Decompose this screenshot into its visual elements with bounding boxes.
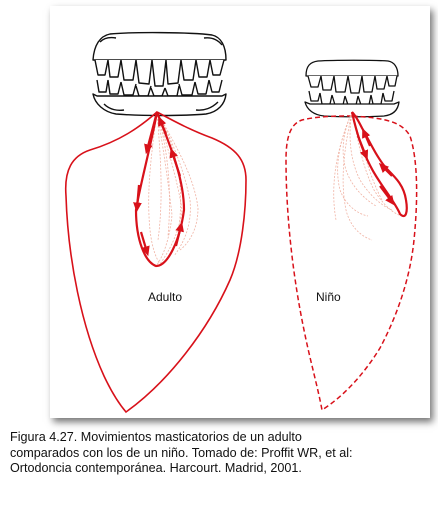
child-envelope-outline	[285, 115, 418, 412]
caption-line-3: Ortodoncia contemporánea. Harcourt. Madr…	[10, 461, 302, 475]
adult-chewing-cycle	[133, 111, 186, 268]
child-label: Niño	[316, 290, 341, 304]
child-chewing-cycle	[350, 111, 408, 218]
caption-line-2: comparados con los de un niño. Tomado de…	[10, 445, 353, 460]
adult-chewing-traces	[148, 111, 199, 267]
masticatory-diagram: Adulto Niño	[64, 31, 418, 414]
figure-caption: Figura 4.27. Movimientos masticatorios d…	[10, 430, 432, 477]
adult-envelope-outline	[64, 111, 247, 414]
adult-label: Adulto	[148, 290, 182, 304]
adult-teeth-drawing	[92, 31, 227, 117]
caption-line-1: Figura 4.27. Movimientos masticatorios d…	[10, 430, 302, 444]
child-teeth-drawing	[304, 59, 400, 118]
